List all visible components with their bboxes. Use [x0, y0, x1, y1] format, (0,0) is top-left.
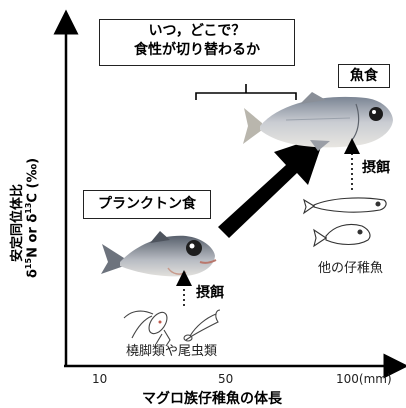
x-axis-label: マグロ族仔稚魚の体長 [142, 391, 282, 407]
appendicularian-drawing [183, 309, 221, 342]
y-axis-label-line2: δ15N or δ13C (‰) [24, 157, 41, 278]
x-tick-10: 10 [92, 372, 108, 386]
plankton-feeding-label: プランクトン食 [83, 190, 211, 219]
question-box: いつ，どこで？ 食性が切り替わるか [99, 19, 295, 66]
fish-feeding-label: 魚食 [338, 64, 390, 88]
y-axis-label-line1: 安定同位体比 [10, 183, 25, 262]
large-fish-image [243, 92, 393, 151]
question-line2: 食性が切り替わるか [134, 42, 260, 58]
copepod-drawing [123, 310, 171, 347]
feeding-label-right: 摂餌 [362, 160, 390, 176]
other-larval-fish-drawing [302, 197, 387, 248]
question-line1: いつ，どこで？ [148, 23, 246, 39]
x-tick-50: 50 [218, 372, 234, 386]
x-tick-100: 100(mm) [336, 372, 392, 386]
prey-bottom-label: 橈脚類や尾虫類 [126, 344, 218, 359]
prey-right-label: 他の仔稚魚 [318, 261, 384, 276]
diet-shift-arrow [218, 135, 325, 238]
small-fish-image [101, 231, 217, 277]
bracket [195, 84, 297, 100]
feeding-label-bottom: 摂餌 [196, 285, 224, 301]
